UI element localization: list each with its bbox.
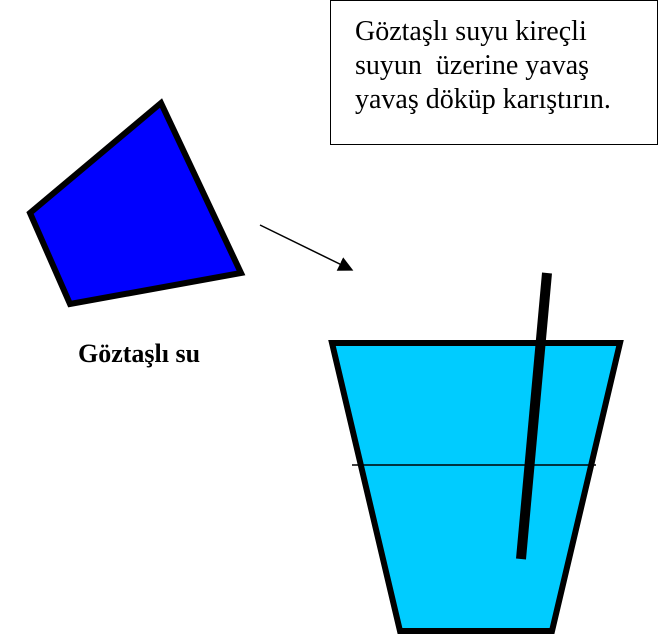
copper-sulfate-solution-shape [26,98,246,308]
pour-arrow [259,224,354,271]
instruction-box: Göztaşlı suyu kireçli suyun üzerine yava… [330,0,658,145]
solution-label: Göztaşlı su [78,339,201,368]
instruction-line-3: yavaş döküp karıştırın. [355,84,611,115]
beaker [328,340,624,634]
instruction-line-1: Göztaşlı suyu kireçli [355,16,587,47]
instruction-line-2: suyun üzerine yavaş [355,50,590,81]
stirring-rod [516,272,552,560]
